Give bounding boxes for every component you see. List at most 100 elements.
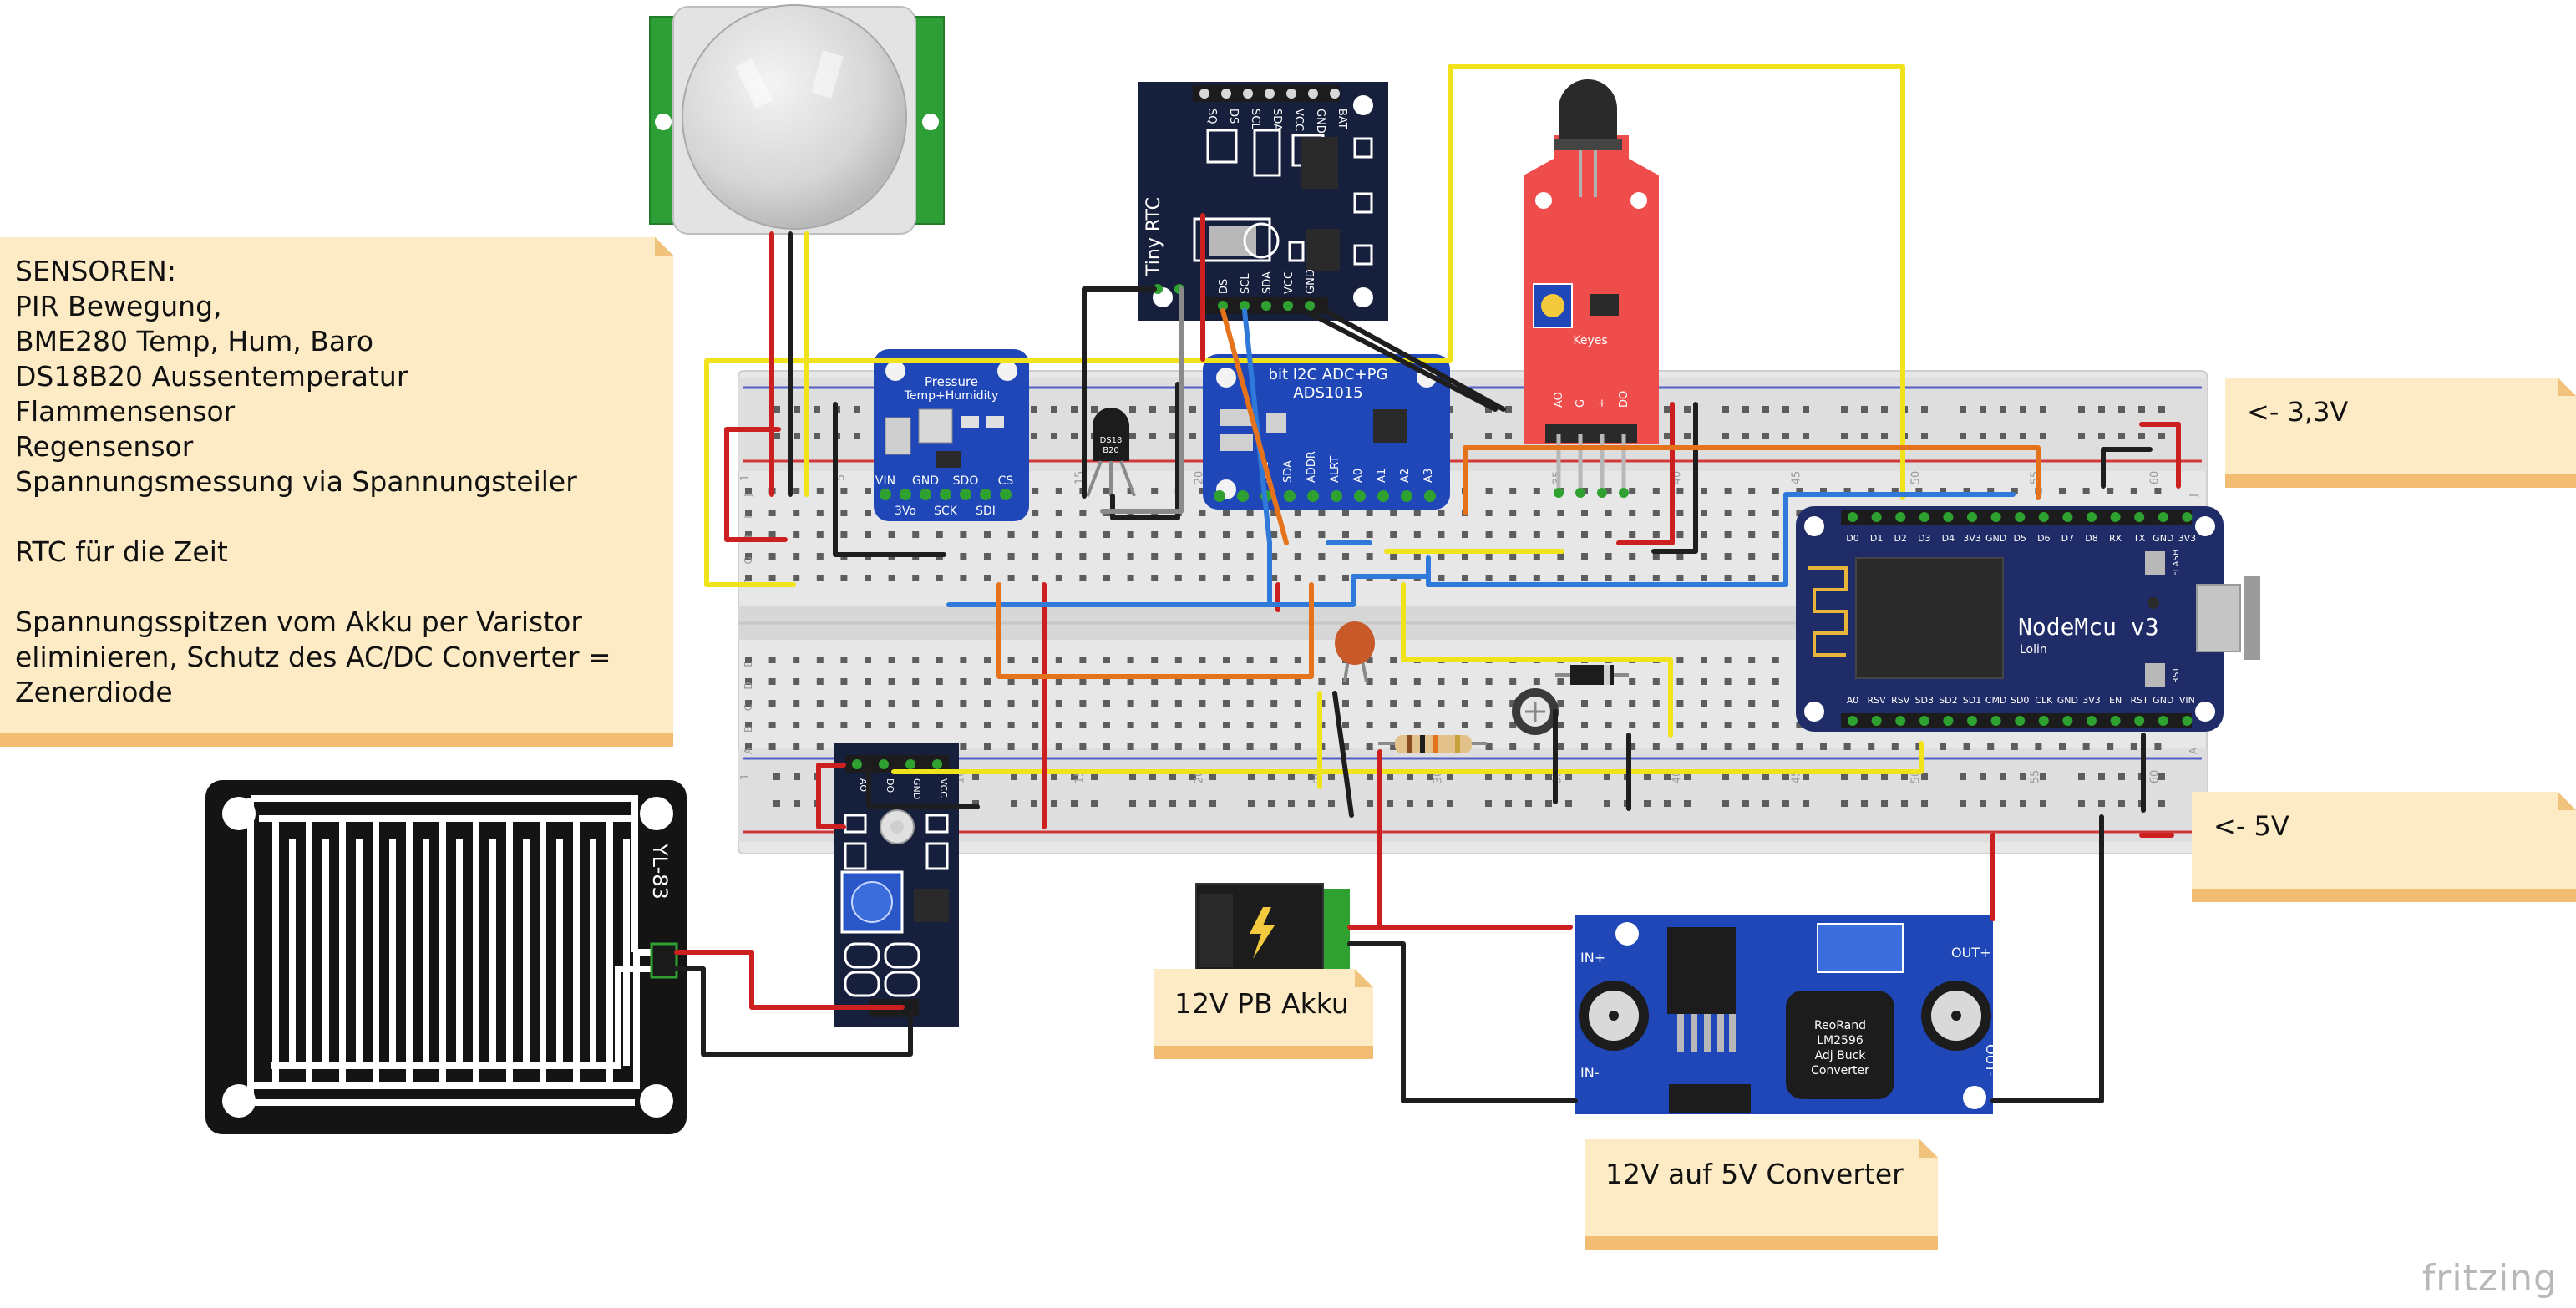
wire-orange-rtc-scl <box>1220 308 1289 545</box>
rtc-top-pin-label: SDA <box>1270 109 1283 131</box>
ads-pin-label: A3 <box>1422 469 1435 483</box>
note-converter-text: 12V auf 5V Converter <box>1605 1158 1904 1190</box>
rtc-top-pin-label: SCL <box>1249 109 1261 129</box>
nodemcu-bottom-pin-label: SD1 <box>1963 695 1981 706</box>
nodemcu-top-pin-label: D6 <box>2037 533 2050 544</box>
rtc-top-pin-label: BAT <box>1336 109 1348 129</box>
buck-inductor-line2: LM2596 <box>1817 1034 1864 1047</box>
note-rail-33v: <- 3,3V <box>2225 378 2576 488</box>
pir-dome <box>682 4 907 230</box>
bme-pin-label: SDO <box>953 474 979 488</box>
nodemcu-top-pin-label: D1 <box>1870 533 1883 544</box>
resistor <box>1378 735 1487 753</box>
wire-orange-long <box>996 582 1314 679</box>
rain-module-pin-label: AO <box>858 778 869 792</box>
column-number-top: 1 <box>739 474 752 481</box>
rtc-bottom-pin-label: GND <box>1305 269 1317 294</box>
nodemcu-bottom-pin-label: GND <box>2057 695 2078 706</box>
row-letter: A <box>2188 747 2199 754</box>
rtc-top-pin-label: VCC <box>1292 109 1305 131</box>
ads-pin-label: A0 <box>1352 469 1365 483</box>
wire-red-rain-pad <box>674 950 905 1010</box>
buck-inductor-line4: Converter <box>1811 1064 1869 1077</box>
note-rail-33v-text: <- 3,3V <box>2247 396 2349 428</box>
bme-pin-label: 3Vo <box>895 504 916 518</box>
nodemcu-top-pin-label: D0 <box>1846 533 1858 544</box>
flame-ir-led <box>1559 79 1617 142</box>
note-akku-text: 12V PB Akku <box>1174 987 1349 1020</box>
ads-pin-label: A2 <box>1399 469 1412 483</box>
ds18b20-sensor: DS18 B20 <box>1086 408 1136 497</box>
flame-pin-label: G <box>1575 399 1587 408</box>
row-letter: F <box>743 579 754 585</box>
wire-black-rail-right <box>2101 447 2153 489</box>
wire-yellow-long-bottom <box>891 741 1924 774</box>
nodemcu-top-pin-label: GND <box>2153 533 2173 544</box>
rtc-top-pin-label: GND <box>1314 109 1326 134</box>
row-letter: C <box>743 704 754 711</box>
wire-black-buck <box>1990 814 2104 1103</box>
pir-motion-sensor <box>649 4 945 235</box>
flame-pin-label: + <box>1596 398 1609 408</box>
wire-yellow-flame-loop <box>704 64 1453 587</box>
column-number-bottom: 60 <box>2148 770 2161 784</box>
ads-pin-label: A1 <box>1376 469 1388 483</box>
rain-sensor-pad: YL-83 <box>205 780 687 1134</box>
rtc-bottom-pin-label: VCC <box>1283 271 1296 294</box>
wire-yellow-top-loop <box>1448 64 1905 500</box>
row-letter: B <box>743 726 754 733</box>
nodemcu-top-pin-label: D5 <box>2013 533 2026 544</box>
lm2596-buck-converter: ReoRand LM2596 Adj Buck Converter IN+ IN… <box>1575 915 1999 1114</box>
nodemcu-rst-label: RST <box>2172 667 2181 683</box>
note-akku: 12V PB Akku <box>1154 969 1373 1059</box>
lightning-icon <box>1250 907 1275 959</box>
nodemcu-usb-port <box>2196 584 2241 652</box>
nodemcu-bottom-pin-label: RSV <box>1891 695 1910 706</box>
ads-title-line1: bit I2C ADC+PG <box>1269 366 1388 383</box>
row-letter: G <box>743 556 754 564</box>
nodemcu-bottom-pin-label: VIN <box>2179 695 2195 706</box>
nodemcu-top-pin-label: GND <box>1985 533 2006 544</box>
nodemcu-top-pin-label: 3V3 <box>1963 533 1981 544</box>
nodemcu-top-pin-label: D7 <box>2061 533 2074 544</box>
note-sensors: SENSOREN: PIR Bewegung, BME280 Temp, Hum… <box>0 237 673 747</box>
ads-pin-label: SDA <box>1282 460 1295 483</box>
nodemcu-top-pin-label: D3 <box>1918 533 1930 544</box>
bme-title-line1: Pressure <box>925 374 978 389</box>
wire-black-rain-mod <box>866 763 980 809</box>
nodemcu-bottom-pin-label: A0 <box>1847 695 1859 706</box>
nodemcu-flash-label: FLASH <box>2172 550 2181 576</box>
fritzing-brand: fritzing <box>2421 1257 2558 1300</box>
buck-in-plus: IN+ <box>1580 950 1605 966</box>
row-letter: J <box>743 494 754 498</box>
flame-pin-label: DO <box>1618 391 1630 408</box>
column-number-top: 45 <box>1790 471 1803 485</box>
ads-pin-label: ALRT <box>1329 456 1341 483</box>
nodemcu-bottom-pin-label: GND <box>2153 695 2173 706</box>
bme-pin-label: CS <box>998 474 1014 488</box>
wires <box>674 64 2181 1103</box>
buck-out-plus: OUT+ <box>1951 945 1990 961</box>
wire-black-ds <box>1110 382 1180 520</box>
rtc-top-pin-label: SQ <box>1205 109 1218 124</box>
buck-in-minus: IN- <box>1580 1065 1599 1081</box>
wire-blue-rtc-sda <box>1242 308 1272 604</box>
wire-red-flame <box>1616 402 1675 545</box>
nodemcu-vendor: Lolin <box>2020 643 2047 657</box>
rtc-bottom-header <box>1153 284 1328 314</box>
rtc-title: Tiny RTC <box>1143 197 1164 276</box>
nodemcu-bottom-pin-label: 3V3 <box>2082 695 2101 706</box>
wire-grey-rtc <box>1100 286 1184 514</box>
column-number-top: 60 <box>2148 471 2161 485</box>
column-number-top: 20 <box>1193 471 1205 485</box>
nodemcu-bottom-pin-label: SD3 <box>1915 695 1934 706</box>
column-number-top: 5 <box>834 474 847 481</box>
wire-orange-top <box>1463 445 2041 515</box>
buck-out-minus: OUT- <box>1983 1044 1999 1076</box>
bme-pin-label: SCK <box>934 504 958 518</box>
nodemcu-top-pin-label: D8 <box>2085 533 2097 544</box>
rain-module-pin-label: DO <box>885 778 895 793</box>
wire-black-rtc-a <box>1302 308 1498 412</box>
